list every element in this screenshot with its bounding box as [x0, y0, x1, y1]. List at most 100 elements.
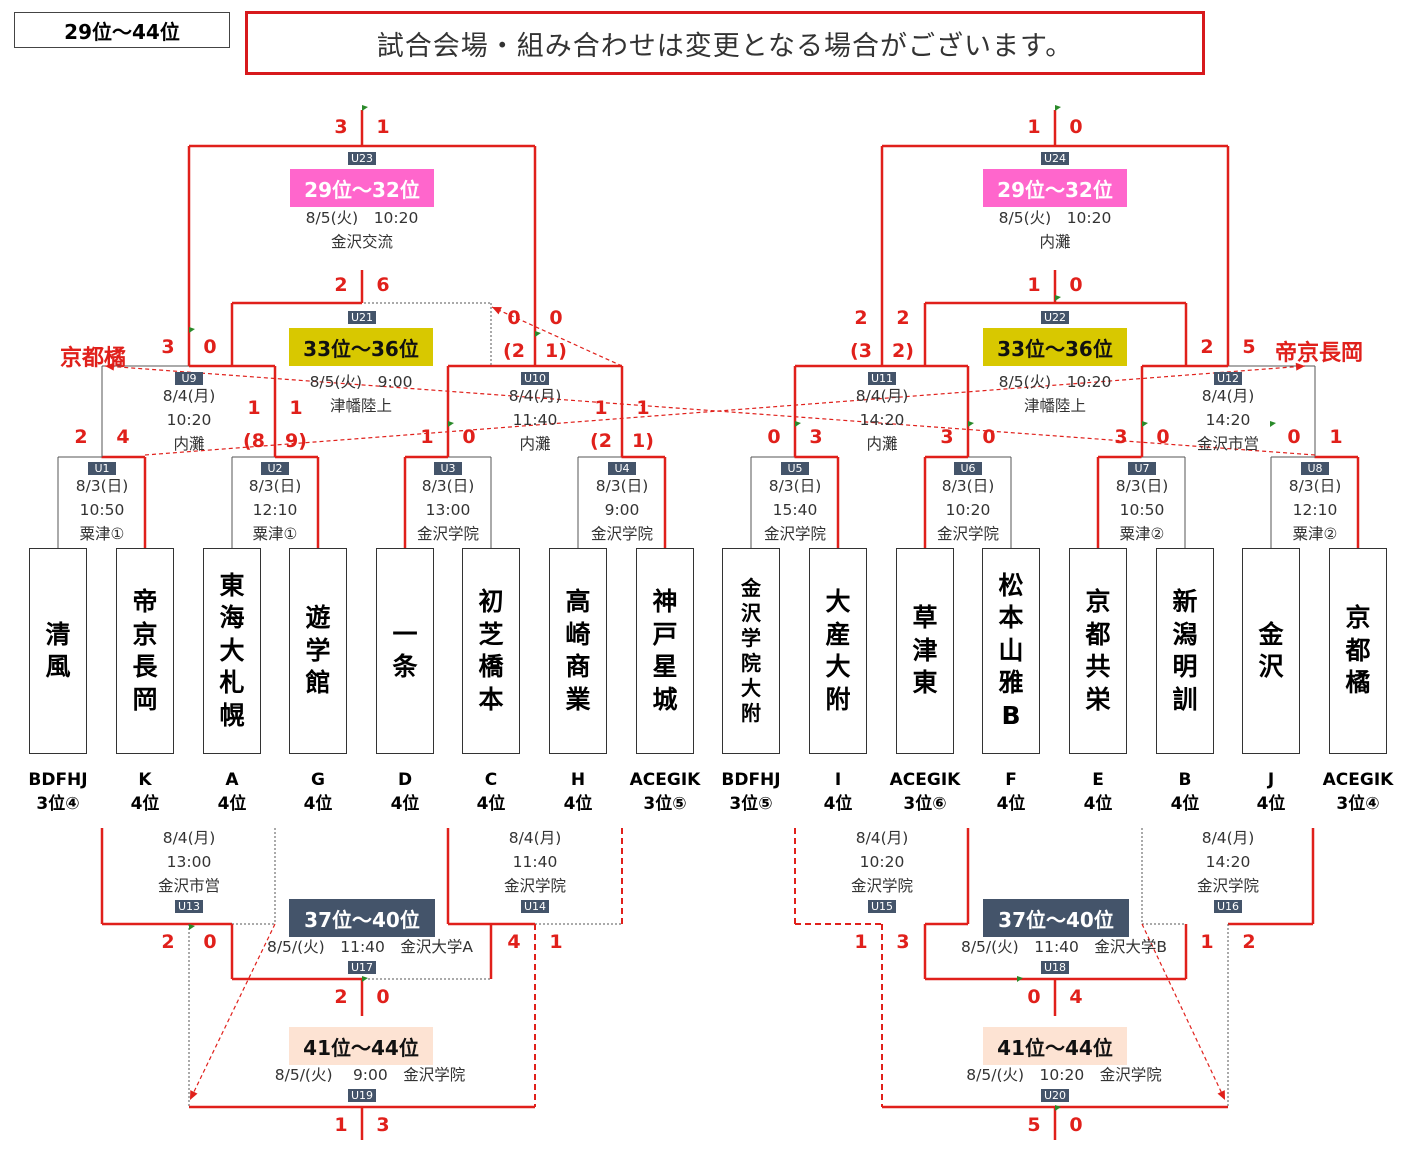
score: 1 [854, 931, 868, 953]
placement-u21-venue: 津幡陸上 [329, 397, 392, 415]
placement-u24-label: 29位～32位 [983, 169, 1127, 207]
placement-u24-info: 8/5(火) 10:20 内灘 [983, 206, 1127, 254]
score: (2 [590, 430, 612, 452]
placement-u21-datetime: 8/5(火) 9:00 [309, 373, 413, 391]
match-date: 8/3(日) [421, 477, 475, 495]
seed-group: BDFHJ [721, 770, 781, 790]
score: 5 [1242, 336, 1256, 358]
seed-group: BDFHJ [28, 770, 88, 790]
score: 1 [289, 397, 303, 419]
score: 1 [636, 397, 650, 419]
score: 1 [247, 397, 261, 419]
placement-u24-datetime: 8/5(火) 10:20 [998, 209, 1112, 227]
match-venue: 金沢市営 [157, 877, 220, 895]
match-date: 8/4(月) [508, 829, 562, 847]
team-seed: BDFHJ 3位⑤ [701, 768, 801, 816]
team-box: 一条 [376, 548, 434, 754]
score: 0 [203, 931, 217, 953]
match-date: 8/3(日) [1288, 477, 1342, 495]
seed-group: D [397, 770, 413, 790]
placement-u20-info: 8/5/(火) 10:20 金沢学院 [966, 1066, 1162, 1084]
placement-tag: U21 [348, 311, 376, 324]
match-date: 8/3(日) [595, 477, 649, 495]
team-box: 新潟明訓 [1156, 548, 1214, 754]
match-tag: U15 [868, 900, 896, 913]
team-box: 草津東 [896, 548, 954, 754]
score: 0 [1027, 986, 1041, 1008]
score: 1 [549, 931, 563, 953]
match-time: 14:20 [1205, 411, 1251, 429]
match-tag: U14 [521, 900, 549, 913]
team-box: 京都共栄 [1069, 548, 1127, 754]
score: 3 [1114, 426, 1128, 448]
score: 2 [161, 931, 175, 953]
match-tag: U7 [1128, 462, 1156, 475]
seed-rank: 4位 [823, 794, 853, 814]
flag-icon [1142, 421, 1148, 427]
match-venue: 金沢学院 [936, 525, 999, 543]
match-date: 8/4(月) [1201, 387, 1255, 405]
placement-tag: U17 [348, 961, 376, 974]
match-venue: 粟津① [79, 525, 125, 543]
seed-rank: 4位 [217, 794, 247, 814]
match-tag: U10 [521, 372, 549, 385]
score: (3 [850, 340, 872, 362]
team-seed: E 4位 [1048, 768, 1148, 816]
score: 1) [545, 340, 567, 362]
placement-tag: U20 [1041, 1089, 1069, 1102]
flag-icon [535, 331, 541, 337]
score: 5 [1027, 1114, 1041, 1136]
arrow-head [105, 362, 115, 371]
seed-rank: 4位 [1083, 794, 1113, 814]
seed-rank: 3位⑤ [643, 794, 687, 814]
match-time: 14:20 [859, 411, 905, 429]
flag-icon [1055, 1105, 1061, 1111]
match-venue: 金沢学院 [1196, 877, 1259, 895]
placement-u24-venue: 内灘 [1039, 233, 1071, 251]
score: 3 [161, 336, 175, 358]
team-box: 東海大札幌 [203, 548, 261, 754]
score: 4 [507, 931, 521, 953]
team-box: 金沢 [1242, 548, 1300, 754]
flag-icon [362, 105, 368, 111]
team-box: 高崎商業 [549, 548, 607, 754]
placement-tag: U18 [1041, 961, 1069, 974]
notice-banner: 試合会場・組み合わせは変更となる場合がございます。 [245, 11, 1205, 75]
seed-rank: 3位⑤ [729, 794, 773, 814]
seed-rank: 4位 [563, 794, 593, 814]
score: 1 [1027, 116, 1041, 138]
match-time: 12:10 [252, 501, 298, 519]
score: 6 [376, 274, 390, 296]
match-date: 8/3(日) [768, 477, 822, 495]
match-time: 11:40 [512, 411, 558, 429]
placement-u18-label: 37位～40位 [983, 899, 1129, 937]
match-time: 10:20 [859, 853, 905, 871]
score: 2 [896, 307, 910, 329]
team-box: 遊学館 [289, 548, 347, 754]
arrow-head [1295, 362, 1305, 371]
score: 3 [940, 426, 954, 448]
match-time: 12:10 [1292, 501, 1338, 519]
seed-rank: 3位④ [1336, 794, 1380, 814]
match-date: 8/4(月) [162, 829, 216, 847]
match-tag: U11 [868, 372, 896, 385]
flag-icon [1055, 295, 1061, 301]
match-time: 11:40 [512, 853, 558, 871]
score: 0 [376, 986, 390, 1008]
placement-u22-label: 33位～36位 [983, 328, 1127, 366]
match-tag: U1 [88, 462, 116, 475]
placement-u23-venue: 金沢交流 [330, 233, 393, 251]
match-time: 10:50 [79, 501, 125, 519]
placement-u19-info: 8/5/(火) 9:00 金沢学院 [274, 1066, 466, 1084]
match-venue: 内灘 [173, 435, 205, 453]
seed-group: E [1092, 770, 1104, 790]
flag-icon [189, 924, 195, 930]
match-venue: 金沢学院 [416, 525, 479, 543]
placement-u19-label: 41位～44位 [289, 1027, 433, 1065]
